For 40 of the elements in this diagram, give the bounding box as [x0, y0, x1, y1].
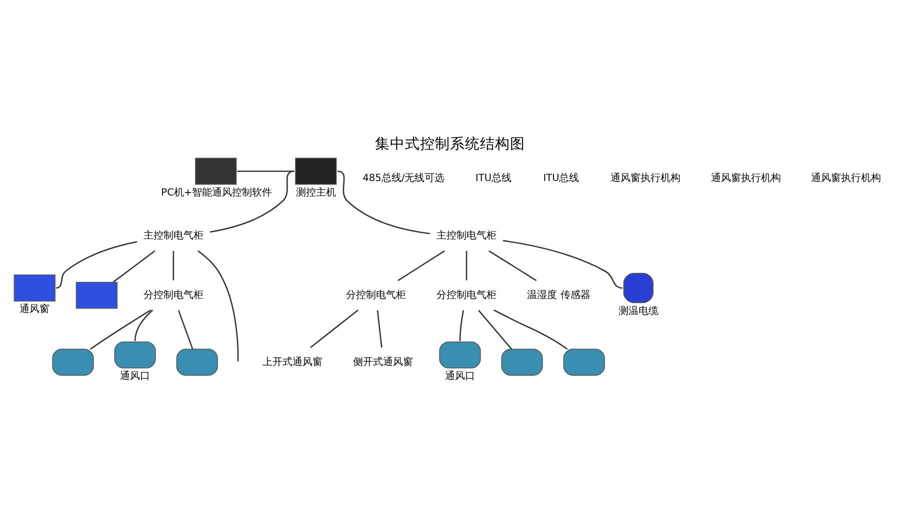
connector — [310, 310, 358, 348]
connector — [478, 310, 512, 350]
node-label: 通风口 — [120, 371, 150, 382]
label: 通风窗执行机构 — [811, 173, 882, 184]
connector — [398, 250, 445, 282]
node-text: 上开式通风窗 — [262, 356, 323, 368]
label: ITU总线 — [543, 173, 580, 184]
connector — [198, 250, 239, 362]
connector — [502, 240, 623, 289]
connector — [178, 310, 194, 350]
node-label: 通风窗 — [20, 304, 50, 316]
connector — [337, 170, 430, 234]
diagram-title: 集中式控制系统结构图 — [375, 135, 525, 152]
node-text: 主控制电气柜 — [436, 230, 497, 242]
connector — [134, 310, 154, 342]
label: 通风窗执行机构 — [710, 173, 781, 184]
connector — [459, 310, 464, 342]
node-label: 通风口 — [444, 371, 475, 382]
label: 485总线/无线可选 — [362, 173, 445, 184]
connector — [237, 170, 294, 172]
node-text: 分控制电气柜 — [436, 290, 497, 301]
node-label: 测控主机 — [296, 187, 336, 198]
connector — [488, 250, 537, 282]
label: ITU总线 — [475, 173, 512, 184]
node-text: 主控制电气柜 — [143, 230, 204, 242]
node-text: 侧开式通风窗 — [353, 356, 414, 368]
node-text: 温湿度 传感器 — [527, 290, 590, 301]
node-text: 分控制电气柜 — [346, 290, 406, 301]
connector — [90, 310, 152, 350]
connector — [494, 310, 568, 350]
node-label: 测温电缆 — [618, 306, 658, 317]
connector — [376, 310, 382, 348]
connector — [112, 250, 156, 283]
connector — [56, 241, 138, 289]
node-label: PC机+智能通风控制软件 — [161, 187, 272, 198]
label: 通风窗执行机构 — [610, 173, 680, 184]
connector — [466, 250, 468, 280]
node-text: 分控制电气柜 — [143, 290, 204, 301]
connector — [172, 250, 174, 280]
connector — [210, 170, 294, 233]
